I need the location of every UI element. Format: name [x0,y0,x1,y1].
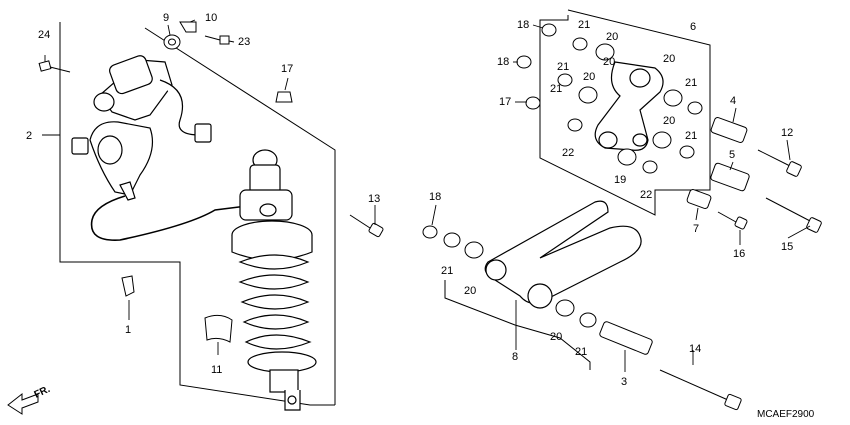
collar-4-part[interactable] [710,117,748,144]
collar-3-part[interactable] [599,321,653,355]
shock-absorber-group [38,21,384,411]
collar-9-part[interactable] [163,34,181,50]
callout-14: 14 [689,343,701,355]
callout-1: 1 [125,324,131,336]
bolt-12-part[interactable] [757,149,802,177]
callout-7: 7 [693,223,699,235]
callout-21-e: 21 [685,130,697,142]
collar-7-part[interactable] [686,189,712,210]
callout-5: 5 [729,149,735,161]
callout-20-a: 20 [606,31,618,43]
bolt-16-part[interactable] [717,211,748,230]
callout-20-f: 20 [464,285,476,297]
shock-link-group [516,9,822,233]
shock-absorber-part[interactable] [231,149,317,411]
callout-20-g: 20 [550,331,562,343]
callout-21-f: 21 [441,265,453,277]
bolt-14-part[interactable] [659,369,742,411]
callout-19: 19 [614,174,626,186]
callout-10: 10 [205,12,217,24]
connecting-rod-part[interactable] [484,200,642,309]
callout-4: 4 [730,95,736,107]
callout-22-b: 22 [640,189,652,201]
callout-8: 8 [512,351,518,363]
shock-link-arm-part[interactable] [594,61,664,151]
label-11-part[interactable] [204,314,233,343]
callout-18-mid: 18 [497,56,509,68]
bolt-15-part[interactable] [765,197,822,233]
connecting-rod-group [422,200,742,411]
callout-21-c: 21 [550,83,562,95]
callout-17-left: 17 [281,63,293,75]
drawing-code: MCAEF2900 [757,409,815,420]
callout-20-d: 20 [663,53,675,65]
callout-21-d: 21 [685,77,697,89]
callout-17-right: 17 [499,96,511,108]
remote-reservoir-part[interactable] [71,54,212,201]
callout-18-lower: 18 [429,191,441,203]
callout-20-b: 20 [583,71,595,83]
clip-1-part[interactable] [121,275,135,297]
callout-22-a: 22 [562,147,574,159]
callout-13: 13 [368,193,380,205]
bearings-upper[interactable] [516,23,703,174]
callout-2: 2 [26,130,32,142]
collar-5-part[interactable] [710,162,750,192]
callout-21-a: 21 [578,19,590,31]
callout-21-g: 21 [575,346,587,358]
callout-23: 23 [238,36,250,48]
callout-20-c: 20 [603,56,615,68]
callout-21-b: 21 [557,61,569,73]
reservoir-hose [90,195,256,241]
front-direction-arrow-icon [7,392,39,415]
front-direction-label: FR. [33,384,52,401]
callout-24: 24 [38,29,50,41]
callout-15: 15 [781,241,793,253]
callout-20-e: 20 [663,115,675,127]
leader-lines [44,19,811,372]
clamp-10-part[interactable] [179,21,197,33]
cap-nut-17-part[interactable] [275,91,293,103]
bolt-23-part[interactable] [204,35,230,45]
callout-labels: 1 2 9 10 11 13 17 23 24 18 18 17 21 21 2… [26,12,793,388]
callout-3: 3 [621,376,627,388]
callout-18-top: 18 [517,19,529,31]
callout-9: 9 [163,12,169,24]
callout-11: 11 [211,364,222,376]
bearings-lower[interactable] [422,225,597,328]
callout-16: 16 [733,248,745,260]
callout-12: 12 [781,127,793,139]
bolt-24-part[interactable] [38,60,71,73]
callout-6: 6 [690,21,696,33]
bolt-13-part[interactable] [349,214,384,238]
